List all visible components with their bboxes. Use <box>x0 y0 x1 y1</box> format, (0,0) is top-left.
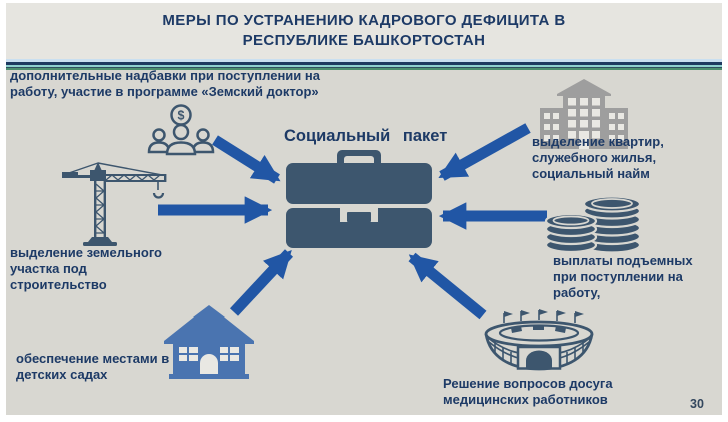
measure-text-land: выделение земельного участка под строите… <box>10 245 163 292</box>
slide: МЕРЫ ПО УСТРАНЕНИЮ КАДРОВОГО ДЕФИЦИТА В … <box>6 3 722 415</box>
arrow-bonus-to-package <box>212 135 281 184</box>
slide-title: МЕРЫ ПО УСТРАНЕНИЮ КАДРОВОГО ДЕФИЦИТА В … <box>162 11 565 52</box>
arrows-layer <box>158 123 547 320</box>
stadium-icon <box>484 309 594 371</box>
title-divider <box>6 59 722 71</box>
measure-text-bonus: дополнительные надбавки при поступлении … <box>10 68 320 99</box>
apartment-building-icon <box>540 79 628 149</box>
center-label: Социальный пакет <box>284 127 448 145</box>
arrow-leisure-to-package <box>408 252 487 320</box>
measure-text-housing: выделение квартир, служебного жилья, соц… <box>532 134 664 181</box>
briefcase-icon <box>286 150 432 248</box>
title-band: МЕРЫ ПО УСТРАНЕНИЮ КАДРОВОГО ДЕФИЦИТА В … <box>6 3 722 59</box>
measure-text-kindergarten: обеспечение местами в детских садах <box>16 351 170 382</box>
title-line-1: МЕРЫ ПО УСТРАНЕНИЮ КАДРОВОГО ДЕФИЦИТА В <box>162 11 566 29</box>
people-dollar-icon: $ <box>147 104 215 156</box>
crane-icon <box>62 162 167 246</box>
dollar-symbol: $ <box>178 109 185 123</box>
coins-icon <box>544 195 642 254</box>
arrow-housing-to-package <box>438 123 531 181</box>
measure-text-payments: выплаты подъемных при поступлении на раб… <box>553 253 693 300</box>
house-icon <box>164 305 254 379</box>
page-number: 30 <box>690 397 704 411</box>
title-line-2: РЕСПУБЛИКЕ БАШКОРТОСТАН <box>242 32 486 49</box>
measure-text-leisure: Решение вопросов досуга медицинских рабо… <box>443 376 613 407</box>
arrow-kindergarten-to-package <box>229 249 294 316</box>
